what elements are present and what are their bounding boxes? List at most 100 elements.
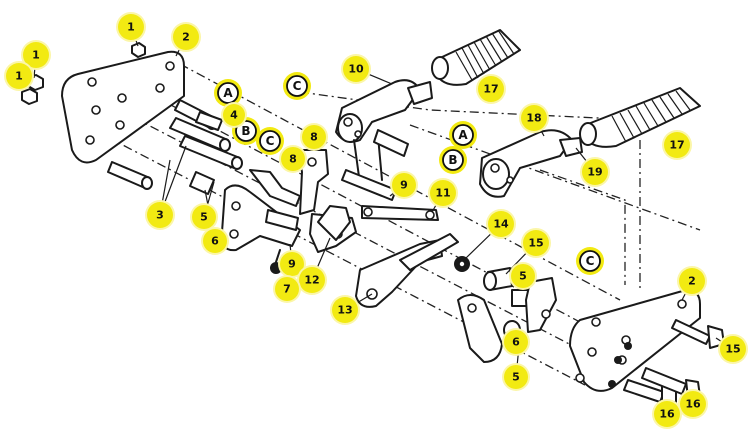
callout-number: 4: [230, 109, 238, 122]
callout-number: 2: [182, 31, 190, 44]
callout-8: 8: [279, 145, 307, 173]
callout-17: 17: [662, 130, 692, 160]
callout-number: 11: [435, 187, 450, 200]
callout-12: 12: [297, 265, 327, 295]
callout-2: 2: [677, 266, 707, 296]
callout-circle: [147, 202, 173, 228]
reference-B: B: [439, 146, 467, 174]
reference-circle: [442, 149, 464, 171]
callout-number: 8: [310, 131, 318, 144]
link-rod: [361, 205, 439, 221]
reference-letter: A: [223, 86, 233, 100]
callout-17: 17: [476, 74, 506, 104]
callout-18: 18: [519, 103, 549, 133]
callout-circle: [280, 252, 304, 276]
callout-number: 5: [519, 270, 527, 283]
callout-10: 10: [341, 54, 371, 84]
callout-13: 13: [330, 295, 360, 325]
callout-circle: [511, 264, 535, 288]
callout-1: 1: [21, 40, 51, 70]
callout-number: 6: [211, 235, 219, 248]
callout-4: 4: [221, 102, 247, 128]
callout-number: 5: [200, 211, 208, 224]
callout-circle: [192, 205, 216, 229]
callout-16: 16: [678, 389, 708, 419]
callout-number: 10: [348, 63, 364, 76]
reference-letter: C: [586, 254, 595, 268]
callout-number: 12: [304, 274, 319, 287]
callout-8: 8: [300, 123, 328, 151]
callout-circle: [521, 105, 547, 131]
reference-circle: [452, 124, 474, 146]
callout-circle: [488, 211, 514, 237]
reference-circle: [579, 250, 601, 272]
pedal-arm-right: [479, 129, 583, 198]
callout-circle: [343, 56, 369, 82]
callout-number: 7: [283, 283, 291, 296]
reference-A: A: [449, 121, 477, 149]
callout-circle: [504, 330, 528, 354]
reference-circle: [286, 75, 308, 97]
reference-C: C: [256, 127, 284, 155]
callout-number: 17: [483, 83, 498, 96]
callout-number: 9: [400, 179, 408, 192]
reference-letter: C: [293, 79, 302, 93]
callout-circle: [275, 277, 299, 301]
callout-11: 11: [428, 178, 458, 208]
callout-3: 3: [145, 200, 175, 230]
callout-number: 2: [688, 275, 696, 288]
reference-letter: A: [458, 128, 468, 142]
callout-number: 14: [493, 218, 509, 231]
callout-number: 1: [15, 70, 23, 83]
callout-1: 1: [116, 12, 146, 42]
reference-C: C: [576, 247, 604, 275]
reference-letter: C: [266, 134, 275, 148]
reference-C: C: [283, 72, 311, 100]
callout-circle: [720, 336, 746, 362]
callout-number: 15: [725, 343, 740, 356]
callout-circle: [23, 42, 49, 68]
callout-circle: [392, 173, 416, 197]
callout-number: 19: [587, 166, 602, 179]
callout-number: 9: [288, 258, 296, 271]
callout-number: 18: [526, 112, 541, 125]
callout-5: 5: [502, 363, 530, 391]
callout-circle: [173, 24, 199, 50]
spring-and-bushing: [454, 256, 529, 307]
reference-circle: [259, 130, 281, 152]
nut-group-left: [21, 42, 146, 105]
reference-letter: B: [448, 153, 457, 167]
callout-circle: [6, 63, 32, 89]
callout-number: 3: [156, 209, 164, 222]
callout-circle: [478, 76, 504, 102]
callout-circle: [654, 401, 680, 427]
callout-number: 1: [32, 49, 40, 62]
callout-number: 5: [512, 371, 520, 384]
callout-number: 1: [127, 21, 135, 34]
callout-9: 9: [390, 171, 418, 199]
callout-number: 8: [289, 153, 297, 166]
callout-number: 13: [337, 304, 352, 317]
reference-A: A: [214, 79, 242, 107]
callout-circle: [302, 125, 326, 149]
callout-circle: [203, 229, 227, 253]
callout-1: 1: [4, 61, 34, 91]
reference-letter: B: [241, 124, 250, 138]
callout-5: 5: [509, 262, 537, 290]
center-levers: [220, 149, 357, 253]
pedal-pad-upper: [431, 29, 521, 86]
pedal-pad-right: [579, 87, 701, 148]
callout-number: 15: [528, 237, 543, 250]
callout-circle: [223, 104, 245, 126]
callout-circle: [523, 230, 549, 256]
callout-14: 14: [486, 209, 516, 239]
callout-circle: [332, 297, 358, 323]
right-side-plate: [569, 289, 701, 392]
callout-circle: [679, 268, 705, 294]
callout-number: 6: [512, 336, 520, 349]
reference-circle: [235, 120, 257, 142]
left-side-plate: [61, 50, 185, 164]
